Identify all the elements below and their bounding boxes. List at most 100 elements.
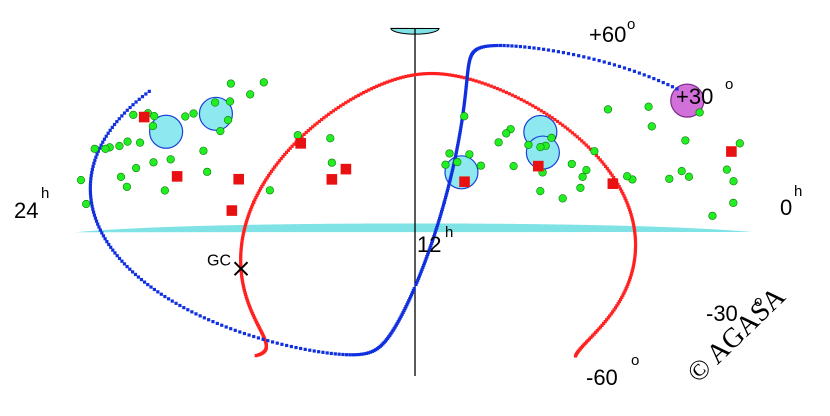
galactic-plane-point (592, 332, 596, 336)
supergalactic-plane-point (194, 312, 198, 316)
supergalactic-plane-point (484, 44, 488, 49)
galactic-plane-point (633, 236, 637, 240)
galactic-plane-point (434, 71, 438, 76)
event-small-dot (567, 159, 576, 169)
supergalactic-plane-point (149, 285, 153, 289)
galactic-plane-point (504, 90, 508, 95)
galactic-plane-point (428, 71, 432, 76)
supergalactic-plane-point (130, 270, 135, 274)
galactic-plane-point (633, 255, 637, 259)
supergalactic-plane-point (486, 44, 490, 48)
supergalactic-plane-point (111, 248, 115, 252)
supergalactic-plane-point (532, 46, 536, 50)
supergalactic-plane-point (449, 173, 453, 177)
galactic-plane-point (528, 102, 532, 106)
supergalactic-plane-point (96, 149, 100, 153)
event-small-dot (123, 137, 132, 146)
galactic-plane-point (283, 152, 287, 157)
supergalactic-plane-point (457, 135, 461, 139)
galactic-plane-point (622, 194, 626, 198)
supergalactic-plane-point (409, 293, 414, 297)
supergalactic-plane-point (463, 93, 467, 97)
galactic-plane-point (519, 97, 523, 102)
galactic-plane-point (630, 271, 634, 275)
galactic-plane-point (249, 308, 253, 312)
supergalactic-plane-point (427, 248, 431, 252)
galactic-plane-point (344, 101, 348, 105)
supergalactic-plane-point (211, 320, 215, 324)
galactic-plane-point (288, 146, 292, 150)
supergalactic-plane-point (456, 143, 460, 148)
galactic-plane-point (354, 95, 358, 99)
supergalactic-plane-point (261, 337, 265, 341)
galactic-plane-point (243, 292, 248, 297)
galactic-plane-point (377, 83, 381, 87)
galactic-plane-point (621, 191, 625, 196)
galactic-plane-point (516, 96, 520, 100)
galactic-plane-point (388, 79, 392, 83)
supergalactic-plane-point (370, 349, 374, 354)
galactic-plane-point (633, 229, 637, 233)
event-small-dot (90, 144, 99, 153)
galactic-plane-point (304, 130, 308, 135)
supergalactic-plane-point (423, 259, 427, 263)
galactic-plane-point (442, 72, 446, 76)
supergalactic-plane-point (325, 351, 329, 355)
supergalactic-plane-point (476, 47, 480, 51)
dec-label-30s: -30 (706, 301, 738, 326)
supergalactic-plane-point (426, 250, 431, 254)
supergalactic-plane-point (577, 54, 581, 58)
galactic-plane-point (249, 207, 253, 211)
galactic-plane-point (277, 159, 282, 163)
galactic-center-label: GC (207, 253, 231, 270)
supergalactic-plane-point (617, 64, 622, 68)
galactic-plane-point (596, 156, 600, 160)
event-small-dot (647, 122, 656, 131)
supergalactic-plane-point (462, 107, 466, 111)
galactic-plane-point (495, 86, 499, 91)
supergalactic-plane-point (431, 237, 435, 241)
event-markers (76, 78, 744, 220)
galactic-plane-point (271, 167, 275, 171)
supergalactic-plane-point (445, 191, 449, 195)
galactic-plane-point (260, 184, 264, 189)
galactic-plane-point (513, 94, 517, 99)
supergalactic-plane-point (186, 308, 190, 312)
galactic-plane-point (251, 313, 256, 318)
supergalactic-plane-point (398, 316, 402, 320)
supergalactic-plane-point (464, 85, 468, 89)
galactic-plane-point (580, 139, 584, 143)
galactic-plane-point (252, 315, 256, 319)
supergalactic-plane-point (447, 182, 451, 186)
supergalactic-plane-point (463, 95, 467, 99)
supergalactic-plane-point (357, 352, 361, 357)
galactic-plane-point (618, 297, 623, 302)
supergalactic-plane-point (647, 75, 651, 79)
supergalactic-plane-point (466, 69, 470, 73)
galactic-plane-point (609, 312, 613, 316)
ra-label-12-h: h (445, 224, 453, 241)
supergalactic-plane-point (417, 274, 422, 278)
event-small-dot (677, 167, 686, 176)
supergalactic-plane-point (89, 195, 93, 199)
supergalactic-plane-point (421, 265, 425, 270)
supergalactic-plane-point (133, 272, 138, 277)
galactic-plane-point (453, 74, 458, 78)
supergalactic-plane-point (675, 87, 679, 91)
galactic-plane-point (471, 78, 475, 82)
event-small-dot (181, 112, 190, 121)
supergalactic-plane-point (489, 44, 493, 48)
supergalactic-plane-point (454, 152, 458, 157)
supergalactic-plane-point (89, 201, 94, 205)
supergalactic-plane-point (402, 308, 406, 313)
supergalactic-plane-point (479, 45, 483, 49)
galactic-plane-point (627, 278, 632, 282)
galactic-plane-point (244, 294, 248, 299)
galactic-plane-point (281, 154, 285, 159)
galactic-plane-point (239, 256, 243, 260)
meridian-ra-8 (415, 28, 659, 376)
event-small-dot (115, 141, 124, 151)
event-small-dot (665, 174, 674, 183)
supergalactic-plane-point (394, 323, 398, 327)
supergalactic-plane-point (444, 193, 448, 197)
